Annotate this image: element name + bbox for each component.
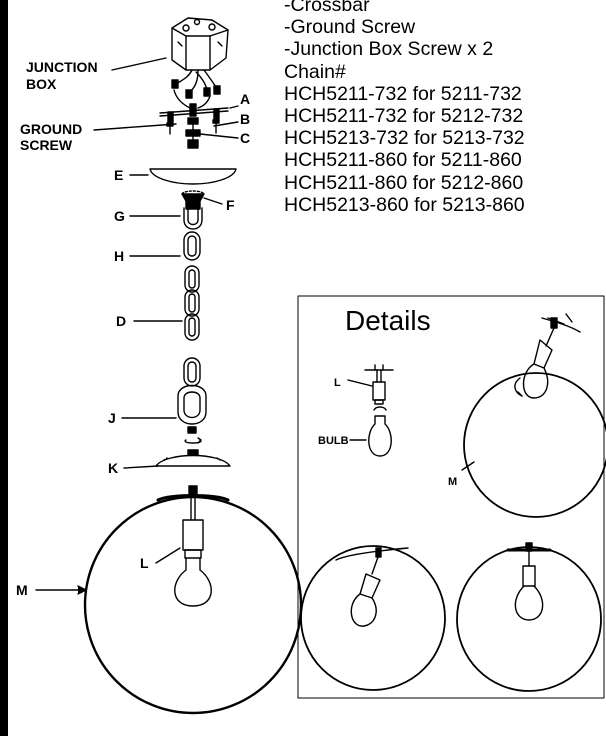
label-h: H xyxy=(114,248,124,264)
parts-item-crossbar: -Crossbar xyxy=(284,0,370,16)
label-d: D xyxy=(116,313,126,329)
details-label-bulb: BULB xyxy=(318,435,349,447)
details-globe-tilted-icon xyxy=(300,545,446,691)
fixture-loop-icon xyxy=(177,384,207,434)
label-l: L xyxy=(140,555,149,571)
details-globe-upright-icon xyxy=(456,542,602,692)
details-label-l: L xyxy=(334,377,341,389)
label-c: C xyxy=(240,130,250,146)
parts-item-chain-2: HCH5211-732 for 5212-732 xyxy=(284,105,524,128)
parts-list: -Crossbar -Ground Screw -Junction Box Sc… xyxy=(284,0,604,216)
details-label-m: M xyxy=(448,476,457,488)
chain-icon xyxy=(184,265,200,341)
canopy-icon xyxy=(149,168,237,185)
parts-item-chain-5: HCH5211-860 for 5212-860 xyxy=(284,171,524,194)
label-m: M xyxy=(16,582,28,598)
label-junction-box-line2: BOX xyxy=(26,76,57,92)
label-e: E xyxy=(114,167,123,183)
label-a: A xyxy=(240,91,250,107)
threaded-nipple-icon xyxy=(185,117,201,149)
globe-shade-icon xyxy=(83,485,303,715)
ceiling-loop-icon xyxy=(183,200,203,230)
crossbar-icon xyxy=(159,103,229,123)
parts-item-chain-3: HCH5213-732 for 5213-732 xyxy=(284,127,525,150)
details-panel xyxy=(297,295,605,699)
label-g: G xyxy=(114,208,125,224)
parts-item-junction-box-screw: -Junction Box Screw x 2 xyxy=(284,38,494,61)
bulb-icon xyxy=(174,557,212,607)
label-ground-screw-line2: SCREW xyxy=(20,137,73,153)
chain-link-h-icon xyxy=(183,231,201,261)
socket-icon xyxy=(182,497,204,559)
parts-item-chain-heading: Chain# xyxy=(284,60,346,83)
shade-cap-icon xyxy=(155,449,231,467)
label-junction-box-line1: JUNCTION xyxy=(26,59,98,75)
details-socket-icon xyxy=(364,364,394,411)
details-globe-large-icon xyxy=(463,313,606,518)
junction-box-icon xyxy=(171,17,229,109)
parts-item-ground-screw: -Ground Screw xyxy=(284,16,416,39)
parts-item-chain-4: HCH5211-860 for 5211-860 xyxy=(284,149,522,172)
label-j: J xyxy=(108,410,116,426)
details-title: Details xyxy=(345,305,431,336)
details-bulb-icon xyxy=(368,415,392,457)
label-f: F xyxy=(226,197,235,213)
label-k: K xyxy=(108,460,118,476)
label-ground-screw-line1: GROUND xyxy=(20,121,82,137)
parts-item-chain-1: HCH5211-732 for 5211-732 xyxy=(284,82,522,105)
parts-item-chain-6: HCH5213-860 for 5213-860 xyxy=(284,193,525,216)
collar-icon xyxy=(181,190,205,202)
left-border-bar xyxy=(0,0,8,736)
label-b: B xyxy=(240,111,250,127)
